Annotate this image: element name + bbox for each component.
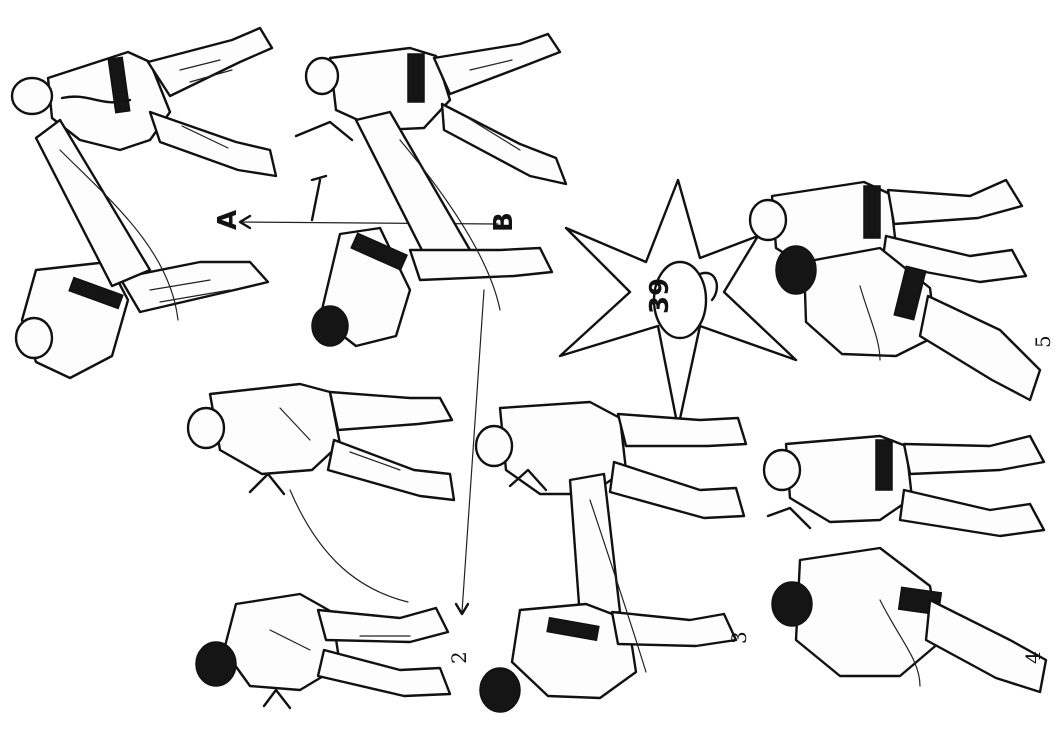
step-label-4: 4 — [1021, 651, 1045, 664]
fighter-step3-top — [476, 402, 746, 518]
fighter-top-middle — [296, 34, 566, 184]
step-label-5: 5 — [1031, 335, 1055, 348]
fighter-step4-bottom — [772, 548, 1046, 692]
arrow-to-a — [240, 216, 498, 228]
step-label-2: 2 — [447, 651, 471, 664]
fighter-step2-bottom — [196, 594, 450, 708]
figure-number: 39 — [645, 278, 675, 314]
label-b: B — [489, 212, 519, 232]
arrow-step2-curve — [290, 490, 408, 602]
step-label-3: 3 — [727, 631, 751, 644]
label-a: A — [213, 210, 243, 230]
fighter-step4-top — [764, 436, 1044, 536]
fighter-step2-top — [188, 384, 454, 500]
